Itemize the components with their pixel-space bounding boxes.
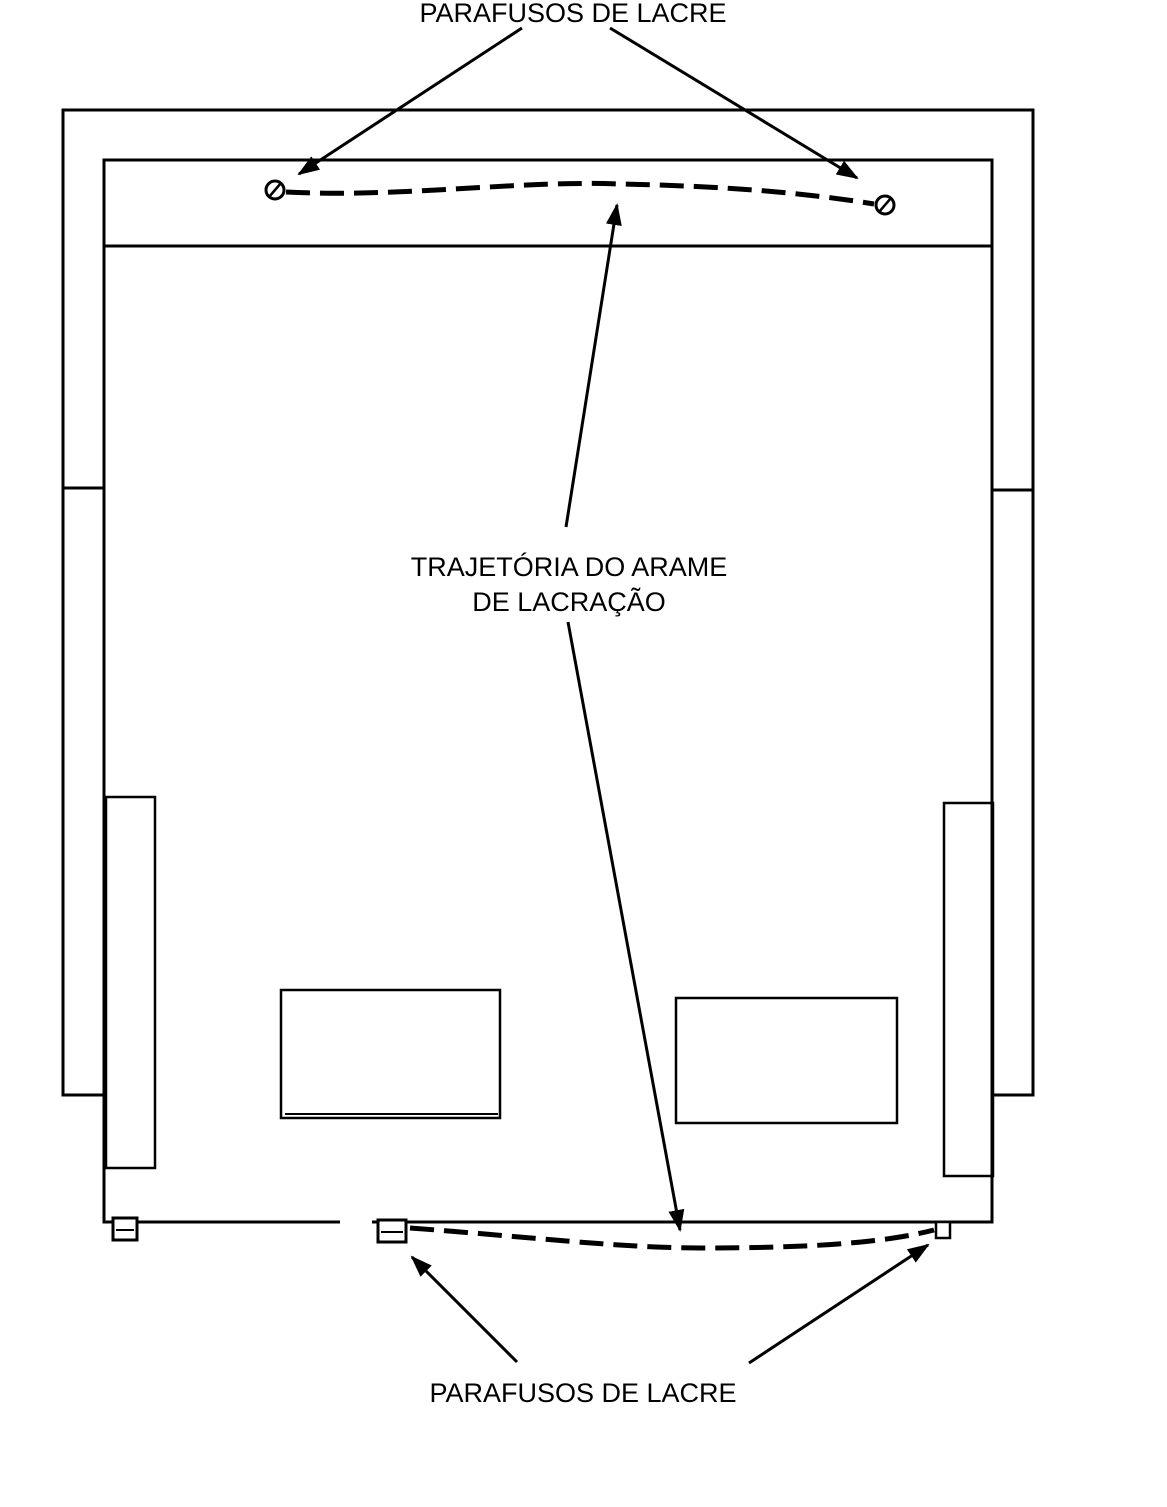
wire-path-label-line2: DE LACRAÇÃO (472, 586, 666, 617)
slotted-screw-icon (874, 194, 896, 216)
seal-screw-icon (934, 1220, 952, 1240)
right-side-bar (942, 801, 995, 1178)
bottom-seal-wire (409, 1225, 935, 1251)
arrow-bottom-left (410, 1255, 519, 1364)
arrow-bottom-right (748, 1243, 930, 1365)
seal-screw-icon (111, 1216, 139, 1242)
seal-screw-icon (376, 1218, 408, 1244)
arrow-wire-down (566, 621, 685, 1232)
right-window (674, 996, 899, 1125)
arrow-wire-up (564, 203, 622, 528)
arrow-top-left (297, 26, 523, 176)
arrow-top-right (609, 26, 859, 180)
meter-cover (102, 158, 994, 1224)
slotted-screw-icon (264, 179, 286, 201)
left-window (279, 988, 502, 1120)
wire-path-label-line1: TRAJETÓRIA DO ARAME (411, 551, 728, 582)
arrows (297, 26, 930, 1365)
left-side-bar (104, 795, 157, 1170)
top-screws-label: PARAFUSOS DE LACRE (419, 0, 726, 28)
top-seal-wire (285, 180, 875, 207)
bottom-screws-label: PARAFUSOS DE LACRE (429, 1378, 736, 1408)
